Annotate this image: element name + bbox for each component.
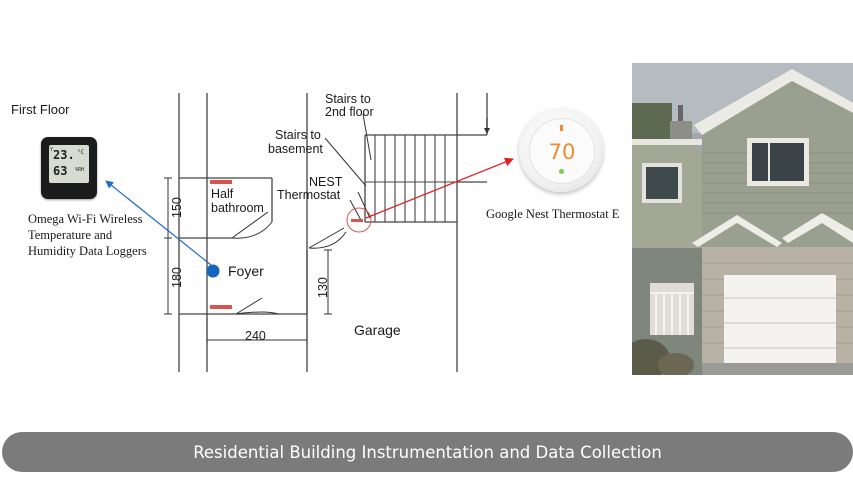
stairs-2nd-label-line1: Stairs to xyxy=(325,92,371,106)
vent-bathroom xyxy=(210,180,232,184)
nest-display-temperature: 70 xyxy=(548,140,576,164)
logger-temperature-unit: °C xyxy=(77,149,85,156)
door-foyer xyxy=(308,227,347,249)
dimension-130: 130 xyxy=(316,277,330,298)
logger-arrow xyxy=(105,180,212,266)
nest-label-line1: NEST xyxy=(309,175,343,189)
door-front xyxy=(235,297,279,315)
door-bathroom xyxy=(231,211,273,239)
stairs-basement-label-line1: Stairs to xyxy=(275,128,321,142)
dimension-lines xyxy=(164,177,332,344)
logger-caption-line3: Humidity Data Loggers xyxy=(28,244,147,258)
foyer-sensor-dot xyxy=(206,264,220,278)
logger-flag: Y xyxy=(50,147,54,153)
logger-caption: Omega Wi-Fi Wireless Temperature and Hum… xyxy=(28,211,147,259)
dimension-180: 180 xyxy=(170,267,184,288)
nest-leaf-icon xyxy=(559,169,564,174)
nest-arrow xyxy=(365,157,514,219)
nest-location-ring xyxy=(346,207,372,233)
stairs-2nd-leader xyxy=(362,113,372,161)
half-bathroom-label-line2: bathroom xyxy=(211,201,264,215)
foyer-label: Foyer xyxy=(228,263,264,279)
nest-label-line2: Thermostat xyxy=(277,188,341,202)
dimension-150: 150 xyxy=(170,197,184,218)
nest-caption: Google Nest Thermostat E xyxy=(486,207,620,221)
garage-label: Garage xyxy=(354,322,401,338)
stairs-2nd-label-line2: 2nd floor xyxy=(325,105,374,119)
omega-data-logger: Y 23. °C 63 %RH xyxy=(41,137,97,199)
house-photo xyxy=(632,63,853,375)
stair-treads xyxy=(365,135,457,222)
logger-caption-line1: Omega Wi-Fi Wireless xyxy=(28,212,143,226)
first-floor-label: First Floor xyxy=(11,102,70,117)
logger-caption-line2: Temperature and xyxy=(28,228,113,242)
vent-nest xyxy=(351,219,363,222)
footer-banner: Residential Building Instrumentation and… xyxy=(2,432,853,472)
logger-humidity: 63 xyxy=(53,164,68,178)
nest-thermostat: 70 xyxy=(519,108,603,192)
nest-setpoint-tick xyxy=(560,125,563,131)
stairs-basement-label-line2: basement xyxy=(268,142,323,156)
nest-wall-segment xyxy=(349,191,371,223)
vent-foyer xyxy=(210,305,232,309)
logger-screen: Y 23. °C 63 %RH xyxy=(49,145,89,183)
footer-title: Residential Building Instrumentation and… xyxy=(193,442,662,462)
stairs-basement-leader xyxy=(324,137,367,187)
logger-temperature: 23. xyxy=(53,148,75,162)
dimension-240: 240 xyxy=(245,329,266,343)
half-bathroom-label-line1: Half xyxy=(211,187,234,201)
walls xyxy=(178,93,488,372)
house-illustration xyxy=(632,63,853,375)
logger-humidity-unit: %RH xyxy=(75,167,85,173)
nest-display: 70 xyxy=(529,118,595,184)
